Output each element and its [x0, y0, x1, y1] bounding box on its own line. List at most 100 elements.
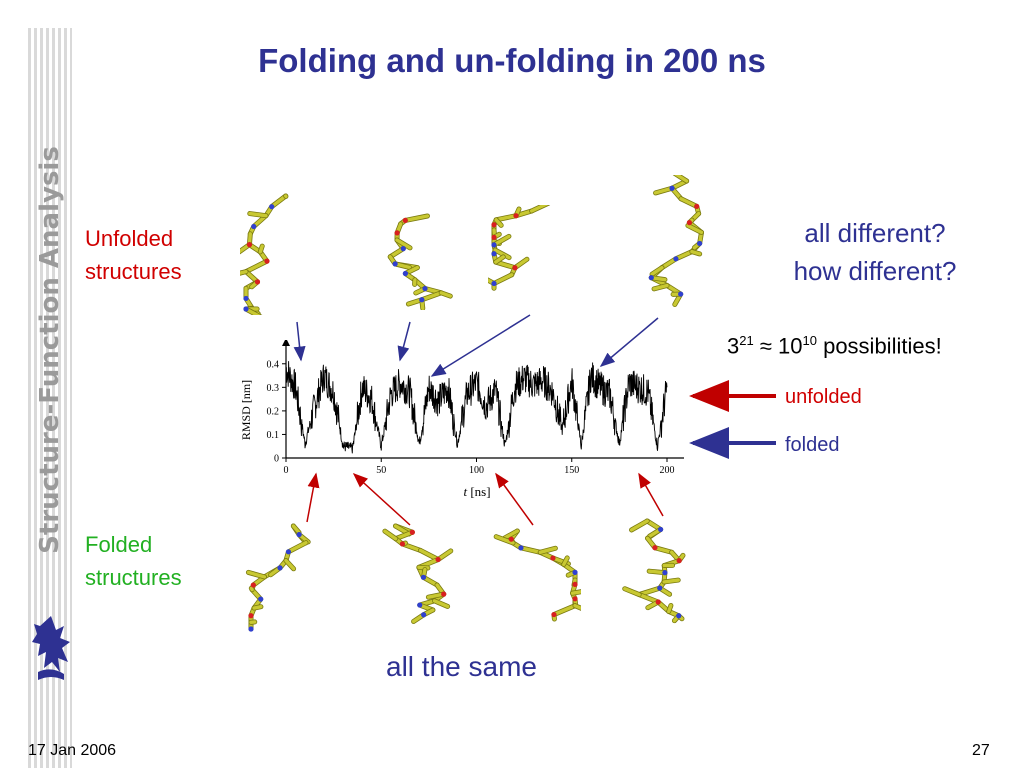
- x-axis-label: t [ns]: [463, 484, 490, 499]
- molecule-part: [551, 611, 557, 618]
- molecule-structure-icon: [488, 205, 551, 291]
- question-text: all different? how different?: [793, 218, 957, 286]
- y-tick-label: 0.1: [267, 430, 280, 441]
- molecule-part: [491, 251, 497, 257]
- molecule-part: [653, 186, 674, 195]
- molecule-structure-icon: [622, 518, 686, 624]
- rmsd-series-line: [285, 361, 668, 454]
- molecule-part: [258, 596, 264, 602]
- y-axis-label: RMSD [nm]: [239, 380, 253, 440]
- molecule-part: [422, 285, 428, 292]
- molecule-part: [552, 603, 577, 617]
- molecule-part: [572, 596, 578, 602]
- molecule-part: [248, 626, 254, 632]
- molecule-part: [393, 530, 415, 541]
- molecule-part: [697, 240, 703, 247]
- all-the-same-text: all the same: [386, 651, 537, 682]
- molecule-part: [435, 556, 441, 563]
- molecule-part: [494, 260, 517, 270]
- molecule-part: [676, 558, 682, 564]
- molecule-part: [248, 211, 268, 218]
- y-tick-label: 0.4: [267, 359, 280, 370]
- molecule-part: [270, 194, 288, 209]
- molecule-part: [419, 297, 425, 303]
- y-axis-arrowhead: [282, 340, 290, 346]
- footer-date: 17 Jan 2006: [28, 742, 117, 759]
- molecule-structure-icon: [382, 523, 454, 624]
- molecule-part: [417, 602, 423, 608]
- molecule-part: [562, 556, 569, 567]
- molecule-part: [251, 223, 257, 230]
- y-tick-label: 0: [274, 454, 279, 465]
- molecule-part: [394, 230, 400, 236]
- molecule-part: [426, 592, 446, 599]
- molecule-part: [249, 586, 254, 592]
- molecule-part: [653, 546, 674, 554]
- molecule-part: [258, 244, 264, 254]
- molecule-part: [420, 291, 443, 302]
- molecule-part: [694, 203, 700, 210]
- molecule-part: [667, 603, 673, 614]
- molecule-part: [652, 545, 658, 551]
- molecule-part: [674, 175, 689, 183]
- molecule-structure-icon: [240, 193, 289, 315]
- molecule-part: [572, 581, 578, 587]
- molecule-part: [400, 246, 406, 252]
- molecule-part: [655, 599, 661, 605]
- molecule-part: [296, 531, 302, 538]
- molecule-part: [244, 307, 261, 315]
- molecule-part: [441, 591, 447, 597]
- x-tick-label: 100: [469, 465, 484, 476]
- molecule-part: [432, 599, 450, 609]
- molecule-part: [246, 242, 253, 248]
- molecule-part: [383, 529, 398, 541]
- molecule-part: [669, 185, 675, 191]
- molecule-part: [491, 242, 497, 248]
- legend-unfolded: unfolded: [785, 386, 862, 408]
- side-title: Structure-Function Analysis: [35, 146, 65, 554]
- molecule-part: [409, 529, 415, 535]
- molecule-part: [402, 270, 408, 277]
- molecule-part: [623, 587, 641, 597]
- molecule-part: [250, 582, 256, 588]
- molecule-part: [421, 612, 427, 618]
- molecule-part: [439, 291, 453, 298]
- molecule-part: [286, 540, 308, 554]
- molecule-part: [637, 592, 660, 604]
- molecule-part: [686, 223, 704, 235]
- molecule-part: [488, 278, 496, 286]
- molecule-part: [493, 248, 511, 260]
- molecule-structure-icon: [493, 528, 581, 622]
- molecule-part: [492, 234, 511, 247]
- molecule-part: [284, 558, 296, 571]
- molecule-part: [662, 570, 668, 576]
- molecule-part: [240, 269, 248, 275]
- molecule-part: [508, 536, 514, 542]
- molecule-part: [686, 220, 693, 226]
- x-tick-label: 50: [376, 465, 386, 476]
- y-tick-label: 0.3: [267, 383, 280, 394]
- molecule-part: [538, 546, 558, 555]
- molecule-part: [420, 574, 427, 580]
- possibilities-text: 321 ≈ 1010 possibilities!: [727, 333, 942, 359]
- molecule-part: [254, 279, 261, 285]
- unfolded-structures-label: Unfolded structures: [85, 226, 182, 284]
- molecule-part: [264, 258, 270, 264]
- molecule-part: [243, 295, 249, 302]
- molecule-part: [629, 519, 649, 532]
- molecule-part: [494, 534, 515, 545]
- molecule-part: [244, 259, 269, 274]
- molecule-structure-icon: [648, 175, 704, 307]
- molecule-part: [395, 238, 412, 250]
- molecule-part: [660, 257, 678, 270]
- molecule-part: [572, 569, 578, 575]
- molecule-part: [647, 569, 667, 575]
- university-logo-icon: [32, 616, 70, 680]
- molecule-part: [690, 249, 702, 256]
- molecule-part: [662, 578, 680, 584]
- molecule-part: [402, 217, 408, 224]
- molecule-part: [252, 605, 263, 610]
- molecule-part: [678, 291, 684, 297]
- legend-folded: folded: [785, 434, 840, 456]
